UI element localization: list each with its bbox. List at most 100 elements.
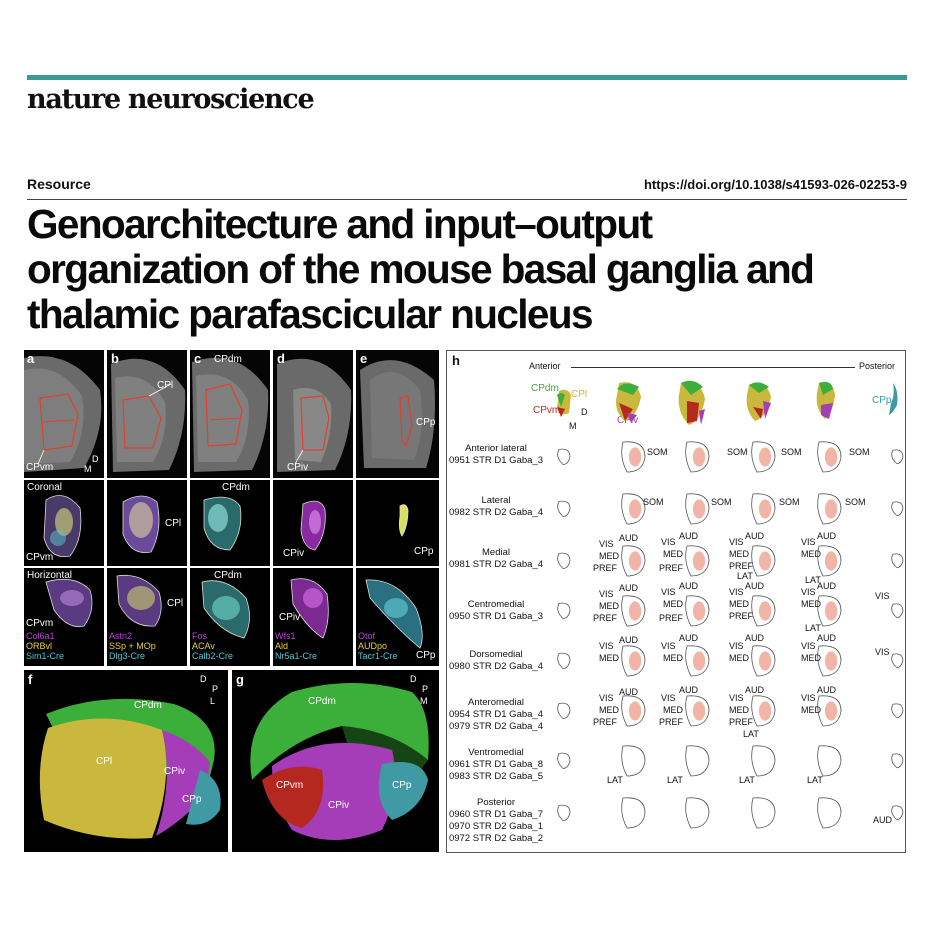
projection-label-som: SOM (647, 447, 668, 457)
projection-label-med: MED (801, 549, 821, 559)
section-outline (891, 753, 904, 769)
section-outline (557, 752, 571, 769)
projection-label-aud: AUD (745, 531, 765, 541)
projection-label-pref: PREF (729, 717, 754, 727)
panel-d-horizontal-region: CPiv (279, 612, 301, 623)
projection-density (692, 447, 706, 467)
panel-g-region-cpp: CPp (392, 780, 412, 791)
panel-e-horizontal: CPp Otof AUDpo Tacr1-Cre (356, 568, 439, 666)
panel-a-horizontal-region: CPvm (26, 618, 54, 629)
projection-density (758, 499, 772, 519)
section-outline (817, 745, 842, 777)
panel-c-horizontal: CPdm Fos ACAv Calb2-Cre (190, 568, 270, 666)
panel-a-horizontal: Horizontal CPvm Col6a1 ORBvl Sim1-Cre (24, 568, 104, 666)
projection-label-med: MED (599, 705, 619, 715)
section-outline (817, 797, 842, 829)
projection-label-med: MED (801, 599, 821, 609)
section-outline (685, 645, 710, 677)
panel-f: f CPdm CPl CPiv CPp D P L (24, 670, 228, 852)
projection-label-vis: VIS (875, 647, 890, 657)
panel-g-region-cpdm: CPdm (308, 696, 336, 707)
panel-d-letter: d (277, 351, 285, 366)
panel-a-letter: a (27, 351, 35, 366)
projection-density (628, 651, 642, 671)
projection-label-pref: PREF (659, 613, 684, 623)
projection-label-vis: VIS (729, 537, 744, 547)
projection-label-med: MED (729, 549, 749, 559)
panel-e-letter: e (360, 351, 368, 366)
coronal-expression-image (122, 495, 160, 553)
projection-label-lat: LAT (805, 575, 821, 585)
section-outline (685, 695, 710, 727)
section-outline (557, 652, 571, 669)
projection-label-aud: AUD (679, 531, 699, 541)
panel-e-region-label: CPp (416, 417, 436, 428)
projection-label-aud: AUD (817, 581, 837, 591)
projection-label-med: MED (729, 705, 749, 715)
projection-density (824, 551, 838, 571)
section-outline (891, 703, 904, 719)
projection-label-vis: VIS (599, 589, 614, 599)
panel-a-top: a CPvm D M (24, 350, 104, 478)
section-outline (891, 449, 904, 465)
section-outline (751, 545, 776, 577)
doi-link[interactable]: https://doi.org/10.1038/s41593-026-02253… (643, 177, 907, 192)
projection-label-pref: PREF (593, 717, 618, 727)
section-outline (685, 745, 710, 777)
projection-label-vis: VIS (661, 641, 676, 651)
marker-gene: Fos (192, 631, 208, 641)
projection-label-vis: VIS (661, 587, 676, 597)
panel-f-region-cpdm: CPdm (134, 700, 162, 711)
axis-p-label: P (212, 684, 219, 694)
projection-label-aud: AUD (745, 633, 765, 643)
projection-label-aud: AUD (817, 531, 837, 541)
axis-d-label: D (581, 407, 588, 417)
section-outline (751, 493, 776, 525)
panel-f-region-cpl: CPl (96, 756, 113, 767)
projection-label-aud: AUD (817, 685, 837, 695)
panel-h: h Anterior Posterior CPdm CPl CPvm CPiv … (446, 350, 906, 853)
section-outlines (557, 441, 904, 829)
section-outline (751, 595, 776, 627)
panel-f-region-cpiv: CPiv (164, 766, 186, 777)
marker-gene: Wfs1 (275, 631, 296, 641)
section-outline (891, 603, 904, 619)
panel-d-top: d CPiv (273, 350, 353, 478)
projection-density (628, 601, 642, 621)
region-section-6 (889, 383, 898, 415)
projection-density (692, 701, 706, 721)
projection-label-vis: VIS (729, 587, 744, 597)
projection-label-vis: VIS (801, 587, 816, 597)
panel-h-letter: h (452, 353, 460, 368)
marker-cre-line: Calb2-Cre (192, 651, 234, 661)
section-outline (621, 745, 646, 777)
axis-l-label: L (210, 696, 216, 706)
projection-density (824, 701, 838, 721)
panel-b-coronal: CPl (107, 480, 187, 566)
panel-b-top: b CPl (107, 350, 187, 478)
section-outline (891, 653, 904, 669)
coronal-expression-image (398, 504, 409, 537)
projection-label-lat: LAT (805, 623, 821, 633)
section-outline (621, 797, 646, 829)
section-outline (685, 441, 710, 473)
projection-label-vis: VIS (801, 693, 816, 703)
region-section-1 (557, 389, 571, 417)
projection-label-vis: VIS (801, 641, 816, 651)
projection-density (628, 551, 642, 571)
marker-projection: AUDpo (358, 641, 388, 651)
projection-label-lat: LAT (739, 775, 755, 785)
projection-label-som: SOM (727, 447, 748, 457)
marker-gene: Astn2 (109, 631, 133, 641)
title-line-2: organization of the mouse basal ganglia … (27, 246, 815, 292)
section-outline (817, 595, 842, 627)
axis-d-label: D (200, 674, 207, 684)
panel-c-horizontal-region: CPdm (214, 570, 242, 581)
coronal-expression-image (300, 500, 326, 551)
section-outline (557, 500, 571, 517)
section-outline (557, 602, 571, 619)
